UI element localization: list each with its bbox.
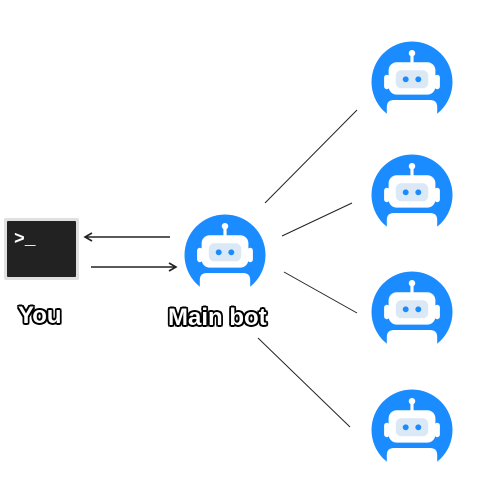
connector-sub-bot-4 bbox=[257, 337, 351, 428]
user-label: You bbox=[18, 302, 62, 329]
connector-sub-bot-3 bbox=[283, 271, 358, 314]
main-bot-robot-icon bbox=[182, 212, 268, 298]
connector-sub-bot-2 bbox=[281, 202, 353, 237]
sub-bot-1-robot-icon bbox=[369, 39, 455, 125]
terminal-icon: >_ bbox=[4, 218, 79, 280]
sub-bot-2-robot-icon bbox=[369, 152, 455, 238]
sub-bot-4-robot-icon bbox=[369, 387, 455, 473]
connector-sub-bot-1 bbox=[264, 109, 358, 204]
connector-lines bbox=[257, 109, 358, 428]
main-bot-label: Main bot bbox=[168, 304, 267, 331]
terminal-prompt: >_ bbox=[14, 230, 36, 250]
sub-bot-3-robot-icon bbox=[369, 269, 455, 355]
